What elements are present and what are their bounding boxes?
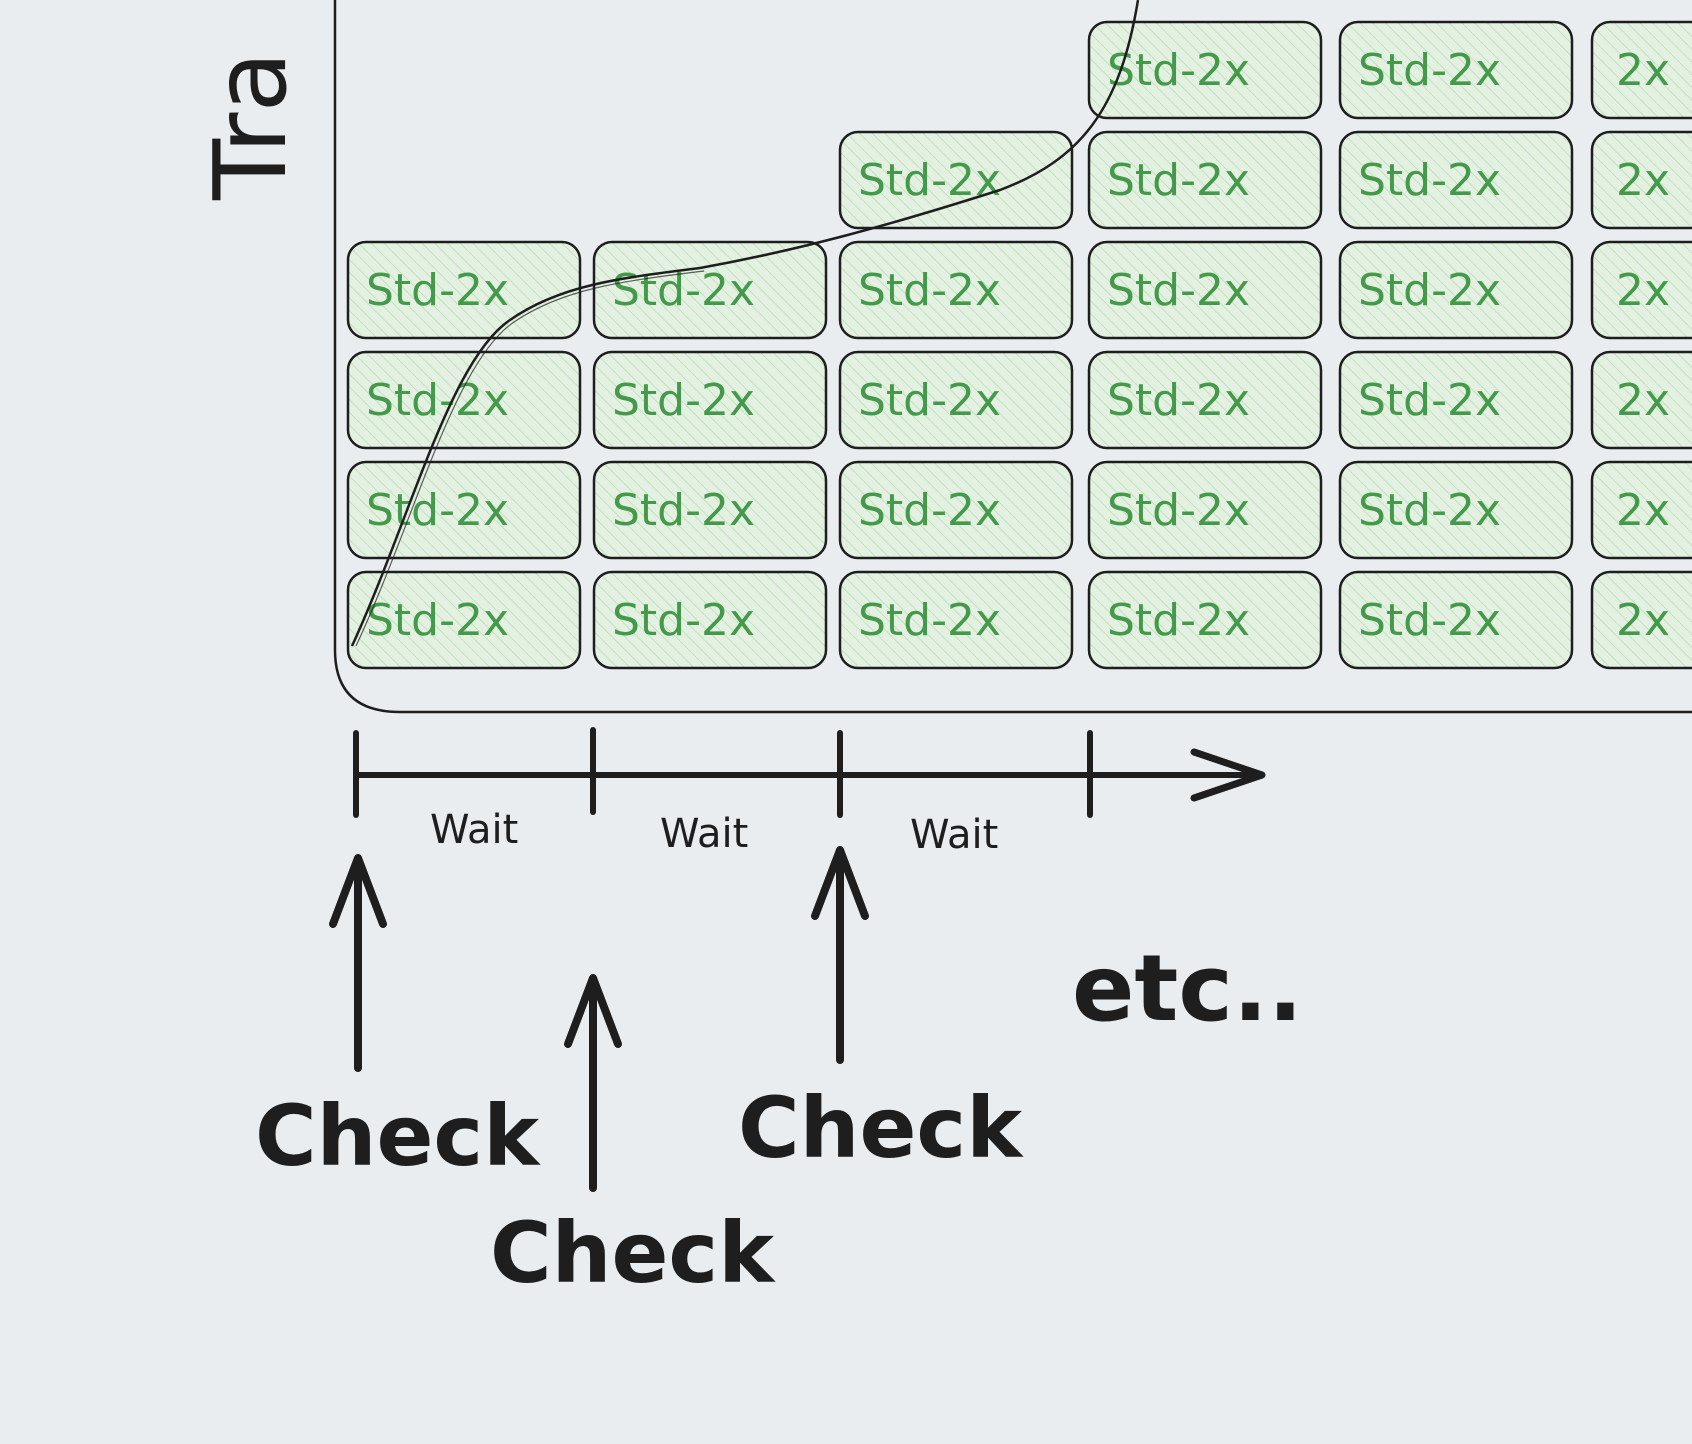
instance-box-label: Std-2x — [1358, 375, 1501, 426]
instance-box-c1-r3 — [346, 350, 582, 450]
instance-box-label: 2x — [1616, 265, 1670, 316]
instance-box-label: 2x — [1616, 485, 1670, 536]
wait-label-2: Wait — [660, 811, 748, 857]
y-axis-label: Tra — [192, 51, 309, 201]
check-arrow-2 — [564, 974, 622, 1192]
instance-box-c6-r4 — [1590, 240, 1692, 340]
instance-box-c5-r3 — [1338, 350, 1574, 450]
instance-box-label: Std-2x — [858, 595, 1001, 646]
instance-box-c2-r4 — [592, 240, 828, 340]
instance-box-c4-r5 — [1087, 130, 1323, 230]
check-label-2: Check — [490, 1204, 776, 1302]
instance-box-c3-r2 — [838, 460, 1074, 560]
instance-box-c6-r3 — [1590, 350, 1692, 450]
instance-box-label: Std-2x — [1107, 595, 1250, 646]
wait-label-1: Wait — [430, 807, 518, 853]
instance-box-label: Std-2x — [1358, 45, 1501, 96]
instance-box-c4-r4 — [1087, 240, 1323, 340]
instance-box-label: Std-2x — [1358, 155, 1501, 206]
instance-box-label: Std-2x — [858, 155, 1001, 206]
instance-box-label: Std-2x — [612, 595, 755, 646]
instance-grid: Std-2xStd-2xStd-2xStd-2xStd-2xStd-2xStd-… — [346, 20, 1692, 670]
timeline-arrowhead — [1190, 748, 1266, 802]
instance-box-label: Std-2x — [366, 375, 509, 426]
instance-box-label: 2x — [1616, 155, 1670, 206]
instance-box-label: Std-2x — [858, 485, 1001, 536]
instance-box-c4-r3 — [1087, 350, 1323, 450]
instance-box-label: Std-2x — [1107, 155, 1250, 206]
instance-box-label: Std-2x — [1107, 265, 1250, 316]
instance-box-label: 2x — [1616, 595, 1670, 646]
instance-box-c4-r2 — [1087, 460, 1323, 560]
instance-box-c6-r5 — [1590, 130, 1692, 230]
etc-label: etc.. — [1072, 935, 1303, 1042]
instance-box-c5-r1 — [1338, 570, 1574, 670]
instance-box-label: Std-2x — [1358, 485, 1501, 536]
instance-box-label: Std-2x — [858, 375, 1001, 426]
instance-box-c2-r2 — [592, 460, 828, 560]
scaling-curve-shadow — [355, 270, 705, 647]
instance-box-label: Std-2x — [366, 265, 509, 316]
instance-box-c1-r2 — [346, 460, 582, 560]
instance-box-c1-r1 — [346, 570, 582, 670]
chart-frame — [333, 0, 1692, 714]
instance-box-label: Std-2x — [366, 485, 509, 536]
instance-box-c5-r4 — [1338, 240, 1574, 340]
instance-box-c3-r4 — [838, 240, 1074, 340]
instance-box-label: 2x — [1616, 45, 1670, 96]
scaling-curve — [350, 0, 1140, 647]
instance-box-c5-r5 — [1338, 130, 1574, 230]
instance-box-label: 2x — [1616, 375, 1670, 426]
instance-box-c5-r2 — [1338, 460, 1574, 560]
instance-box-label: Std-2x — [1358, 265, 1501, 316]
instance-box-label: Std-2x — [1107, 375, 1250, 426]
instance-box-label: Std-2x — [1107, 45, 1250, 96]
instance-box-c2-r1 — [592, 570, 828, 670]
instance-box-c3-r1 — [838, 570, 1074, 670]
check-arrow-1 — [329, 854, 387, 1072]
check-arrow-3 — [811, 846, 869, 1064]
instance-box-label: Std-2x — [612, 265, 755, 316]
instance-box-label: Std-2x — [1358, 595, 1501, 646]
instance-box-c3-r5 — [838, 130, 1074, 230]
instance-box-c4-r1 — [1087, 570, 1323, 670]
instance-box-label: Std-2x — [366, 595, 509, 646]
instance-box-label: Std-2x — [1107, 485, 1250, 536]
instance-box-label: Std-2x — [612, 375, 755, 426]
instance-box-c6-r2 — [1590, 460, 1692, 560]
check-label-3: Check — [738, 1079, 1024, 1177]
instance-box-c5-r6 — [1338, 20, 1574, 120]
check-label-1: Check — [255, 1087, 541, 1185]
instance-box-c1-r4 — [346, 240, 582, 340]
instance-box-c6-r1 — [1590, 570, 1692, 670]
instance-box-c6-r6 — [1590, 20, 1692, 120]
instance-box-label: Std-2x — [612, 485, 755, 536]
instance-box-c2-r3 — [592, 350, 828, 450]
instance-box-c4-r6 — [1087, 20, 1323, 120]
instance-box-label: Std-2x — [858, 265, 1001, 316]
instance-box-c3-r3 — [838, 350, 1074, 450]
wait-label-3: Wait — [910, 812, 998, 858]
